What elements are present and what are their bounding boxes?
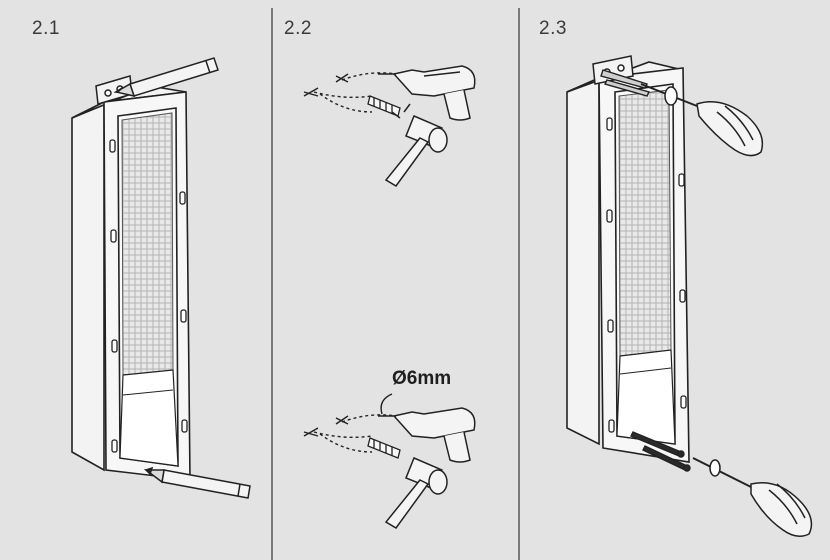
wall-plug-icon — [367, 437, 401, 459]
pencil-icon — [113, 57, 219, 98]
screw-icon — [600, 69, 651, 97]
step-number: 2.1 — [32, 18, 60, 39]
screwdriver-icon — [692, 457, 813, 537]
drill-diameter-label: Ø6mm — [392, 368, 452, 389]
niche-marking-illustration — [71, 57, 251, 499]
hammer-icon — [384, 103, 448, 187]
screw-icon — [630, 431, 691, 472]
screwing-illustration — [566, 55, 813, 537]
step-number: 2.3 — [539, 18, 567, 39]
pencil-icon — [143, 466, 251, 499]
wall-plug-icon — [367, 95, 401, 117]
wall-niche — [71, 85, 191, 481]
flange-slots — [109, 139, 188, 453]
hammer-icon — [384, 457, 448, 529]
step-number: 2.2 — [284, 18, 312, 39]
drill-icon — [378, 407, 476, 463]
step-panel-2-2: 2.2 — [274, 0, 518, 560]
drilling-illustration — [303, 65, 476, 529]
step-panel-2-1: 2.1 — [0, 0, 271, 560]
screwdriver-icon — [640, 83, 764, 157]
flange-slots — [606, 117, 687, 433]
panel-divider — [518, 8, 520, 560]
step-panel-2-3: 2.3 — [521, 0, 830, 560]
drill-icon — [378, 65, 476, 121]
wall-niche — [566, 61, 690, 463]
panel-divider — [271, 8, 273, 560]
